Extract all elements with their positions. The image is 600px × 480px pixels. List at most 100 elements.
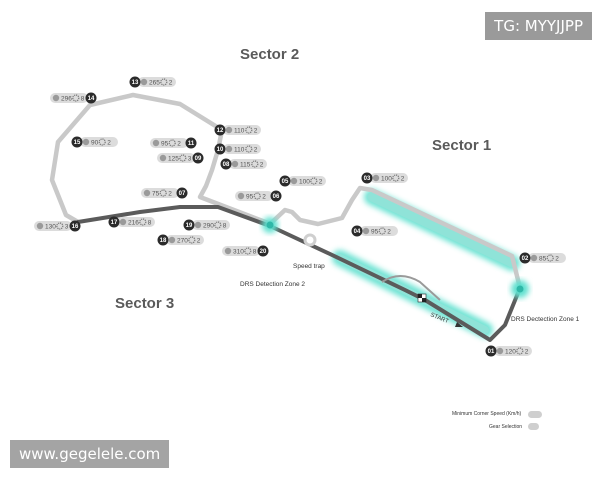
corner-number-badge (351, 225, 363, 237)
corner-number-badge (220, 158, 232, 170)
corner-speed: 100 (381, 175, 392, 182)
speed-icon (530, 254, 538, 262)
corner-number: 10 (217, 147, 224, 153)
corner-number: 03 (364, 176, 371, 182)
corner-info-pill (50, 93, 88, 103)
corner-number-badge (185, 137, 197, 149)
corner-gear: 2 (177, 140, 181, 147)
corner-info-pill (166, 235, 204, 245)
corner-info-pill (223, 144, 261, 154)
drs-zone-1 (367, 192, 517, 268)
corner-number: 04 (354, 229, 361, 235)
gear-icon (378, 227, 386, 235)
sector-3-label: Sector 3 (115, 295, 175, 312)
gear-icon (245, 126, 253, 134)
corner-number: 12 (217, 128, 224, 134)
gear-icon (139, 218, 147, 226)
corner-speed: 125 (168, 155, 179, 162)
corner-number: 05 (282, 179, 289, 185)
corner-info-pill (222, 246, 260, 256)
corner-gear: 2 (319, 178, 323, 185)
corner-gear: 2 (168, 190, 172, 197)
gear-icon (310, 177, 318, 185)
speed-icon (119, 218, 127, 226)
corner-number-badge (85, 92, 97, 104)
corner-gear: 2 (107, 139, 111, 146)
speed-trap-marker (303, 233, 317, 247)
corner-number-badge (108, 216, 120, 228)
corner-info-pill (229, 159, 267, 169)
sector-2-label: Sector 2 (240, 46, 300, 63)
corner-number-badge (192, 152, 204, 164)
pit-lane (381, 275, 441, 301)
corner-speed: 110 (234, 127, 245, 134)
corner-number: 15 (74, 140, 81, 146)
corner-number-badge (214, 124, 226, 136)
corner-speed: 296 (61, 95, 72, 102)
corner-speed: 216 (128, 219, 139, 226)
speed-icon (143, 189, 151, 197)
corner-number-badge (71, 136, 83, 148)
speed-icon (159, 154, 167, 162)
sector-1-label: Sector 1 (432, 137, 492, 154)
corner-number: 18 (160, 238, 167, 244)
corner-speed: 130 (45, 223, 56, 230)
track-light-section (49, 92, 523, 291)
corner-info-pill (223, 125, 261, 135)
corner-number-badge (183, 219, 195, 231)
corner-info-pill (370, 173, 408, 183)
corner-number: 20 (260, 249, 267, 255)
corner-number-badge (129, 76, 141, 88)
corner-info-pill (138, 77, 176, 87)
watermark-bottom: www.gegelele.com (10, 440, 170, 468)
corner-info-pill (192, 220, 230, 230)
gear-icon (179, 154, 187, 162)
legend-gear-label: Gear Selection (489, 424, 523, 430)
corner-number-badge (69, 220, 81, 232)
speed-icon (225, 126, 233, 134)
corner-number-badge (257, 245, 269, 257)
gear-icon (546, 254, 554, 262)
corner-speed: 100 (299, 178, 310, 185)
corner-speed: 95 (246, 193, 254, 200)
corner-05: 100 2 05 (279, 175, 326, 187)
corner-gear: 8 (253, 248, 257, 255)
speed-icon (362, 227, 370, 235)
speed-icon (290, 177, 298, 185)
gear-icon (72, 94, 80, 102)
corner-04: 95 2 04 (351, 225, 398, 237)
gear-icon (160, 78, 168, 86)
corner-speed: 265 (149, 79, 160, 86)
watermark-top: TG: MYYJJPP (485, 12, 592, 40)
drs-zone-1-label: DRS Dectection Zone 1 (511, 316, 580, 323)
corner-gear: 8 (148, 219, 152, 226)
speed-icon (237, 192, 245, 200)
track-dark-section (76, 205, 522, 342)
gear-icon (56, 222, 64, 230)
corner-info-pill (288, 176, 326, 186)
corner-speed: 95 (371, 228, 379, 235)
speed-icon (36, 222, 44, 230)
corner-speed: 115 (240, 161, 251, 168)
speed-icon (224, 247, 232, 255)
corner-gear: 2 (197, 237, 201, 244)
gear-icon (253, 192, 261, 200)
speed-icon (152, 139, 160, 147)
corner-gear: 2 (260, 161, 264, 168)
gear-icon (251, 160, 259, 168)
corner-gear: 2 (387, 228, 391, 235)
corner-speed: 85 (539, 255, 547, 262)
corner-number: 11 (188, 141, 195, 147)
corner-number-badge (519, 252, 531, 264)
corner-gear: 2 (169, 79, 173, 86)
